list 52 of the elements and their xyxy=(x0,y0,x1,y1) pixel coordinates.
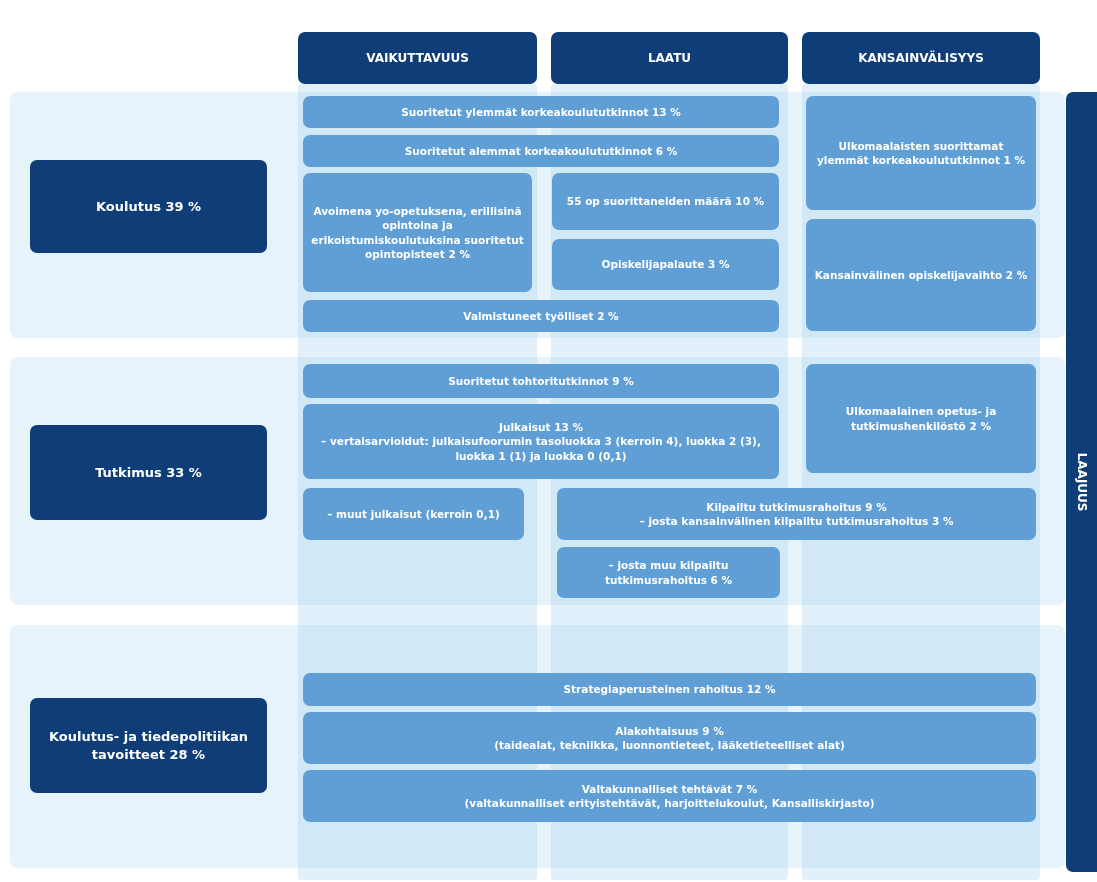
label-text: Opiskelijapalaute 3 % xyxy=(601,257,730,272)
label-text: LAAJUUS xyxy=(1073,452,1090,512)
label-text: (valtakunnalliset erityistehtävät, harjoittelukoulut, Kansalliskirjasto) xyxy=(464,796,875,811)
label-text: Ulkomaalaisten suorittamat ylemmät korkeakoulututkinnot 1 % xyxy=(815,138,1027,168)
metric-box xyxy=(303,300,779,332)
label-text: LAATU xyxy=(647,49,692,67)
metric-box xyxy=(552,239,779,290)
metric-box xyxy=(806,219,1036,331)
label-text: (taidealat, tekniikka, luonnontieteet, lääketieteelliset alat) xyxy=(494,738,845,753)
label-text: Julkaisut 13 % xyxy=(499,420,583,435)
metric-box xyxy=(303,770,1036,822)
label-text: KANSAINVÄLISYYS xyxy=(858,49,984,67)
metric-box xyxy=(303,135,779,167)
label-text: Strategiaperusteinen rahoitus 12 % xyxy=(563,682,776,697)
label-text: Suoritetut alemmat korkeakoulututkinnot 6 % xyxy=(404,143,678,159)
metric-box xyxy=(303,364,779,398)
label-text: Suoritetut ylemmät korkeakoulututkinnot 13 % xyxy=(401,104,681,120)
label-text: Tutkimus 33 % xyxy=(95,463,202,482)
metric-box xyxy=(303,404,779,479)
label-text: – josta muu kilpailtu tutkimusrahoitus 6 % xyxy=(603,558,734,587)
label-text: Kansainvälinen opiskelijavaihto 2 % xyxy=(814,267,1028,283)
row-label xyxy=(30,425,267,520)
side-bar xyxy=(1066,92,1097,872)
label-text: Kilpailtu tutkimusrahoitus 9 % xyxy=(706,499,887,514)
column-header xyxy=(298,32,537,84)
label-text: Koulutus- ja tiedepolitiikan tavoitteet 28 % xyxy=(47,727,250,764)
metric-box xyxy=(806,96,1036,210)
label-text: Alakohtaisuus 9 % xyxy=(615,723,724,738)
column-header xyxy=(551,32,788,84)
label-text: Koulutus 39 % xyxy=(95,197,202,216)
label-text: Valmistuneet työlliset 2 % xyxy=(463,308,619,324)
label-text: 55 op suorittaneiden määrä 10 % xyxy=(566,194,765,209)
metric-box xyxy=(303,673,1036,706)
column-header xyxy=(802,32,1040,84)
label-text: VAIKUTTAVUUS xyxy=(366,49,469,67)
label-text: Avoimena yo-opetuksena, erillisinä opintoina ja erikoistumiskoulutuksina suoritetut opintopisteet 2 % xyxy=(311,204,524,261)
label-text: Ulkomaalainen opetus- ja tutkimushenkilöstö 2 % xyxy=(844,404,998,433)
label-text: Suoritetut tohtoritutkinnot 9 % xyxy=(448,373,634,389)
label-text: Valtakunnalliset tehtävät 7 % xyxy=(581,781,758,796)
label-text: – muut julkaisut (kerroin 0,1) xyxy=(327,506,500,522)
metric-box xyxy=(557,547,780,598)
label-text: – vertaisarvioidut: julkaisufoorumin tasoluokka 3 (kerroin 4), luokka 2 (3), luokka 1 (1) ja luokka 0 (0,1) xyxy=(320,434,762,463)
metric-box xyxy=(303,488,524,540)
metric-box xyxy=(806,364,1036,473)
metric-box xyxy=(552,173,779,230)
row-label xyxy=(30,698,267,793)
metric-box xyxy=(303,96,779,128)
row-label xyxy=(30,160,267,253)
metric-box xyxy=(303,173,532,292)
metric-box xyxy=(557,488,1036,540)
metric-box xyxy=(303,712,1036,764)
label-text: – josta kansainvälinen kilpailtu tutkimusrahoitus 3 % xyxy=(639,514,954,529)
